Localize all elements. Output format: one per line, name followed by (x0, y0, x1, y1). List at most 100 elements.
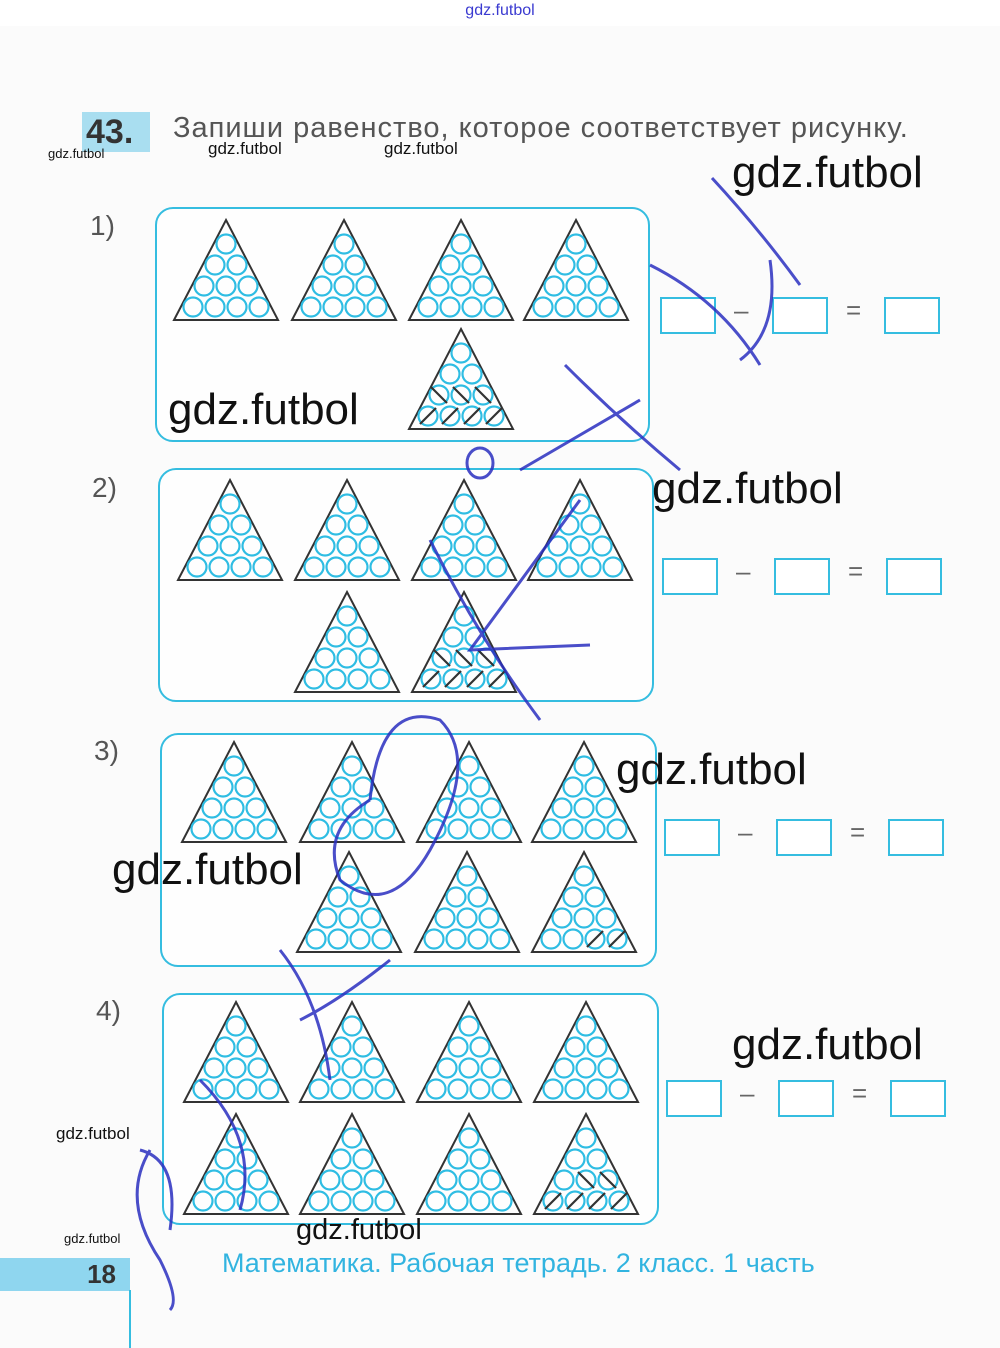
circle (327, 928, 349, 950)
triangle-of-circles (298, 739, 406, 843)
circle (428, 384, 450, 406)
circle (333, 275, 355, 297)
circle (447, 1036, 469, 1058)
task-2-difference-box[interactable] (886, 558, 942, 595)
triangle-of-circles (415, 999, 523, 1103)
task-3-picture (160, 733, 657, 967)
circle (445, 886, 467, 908)
circle (442, 514, 464, 536)
circle (453, 493, 475, 515)
circle (369, 556, 391, 578)
task-3-subtrahend-box[interactable] (776, 819, 832, 856)
task-2-minuend-box[interactable] (662, 558, 718, 595)
task-4-subtrahend-box[interactable] (778, 1080, 834, 1117)
circle (330, 1190, 352, 1212)
cross-out-mark (430, 386, 448, 404)
cross-out-mark (463, 407, 481, 425)
task-3-minuend-box[interactable] (664, 819, 720, 856)
circle (336, 535, 358, 557)
circle (450, 275, 472, 297)
circle (584, 886, 606, 908)
task-4-minus: – (740, 1078, 755, 1108)
circle (363, 797, 385, 819)
circle (584, 818, 606, 840)
exercise-number: 43. (82, 112, 150, 152)
cross-out-mark (608, 930, 626, 948)
circle (551, 797, 573, 819)
circle (547, 535, 569, 557)
task-1-subtrahend-box[interactable] (772, 297, 828, 334)
circle (467, 886, 489, 908)
circle (338, 907, 360, 929)
circle (182, 296, 204, 318)
task-1-equals: = (846, 295, 862, 325)
circle (461, 296, 483, 318)
circle (573, 865, 595, 887)
circle (190, 818, 212, 840)
circle (573, 797, 595, 819)
circle (580, 514, 602, 536)
circle (341, 1127, 363, 1149)
circle (469, 1148, 491, 1170)
circle (230, 514, 252, 536)
circle (469, 1190, 491, 1212)
triangle-of-circles (295, 849, 403, 953)
triangle-of-circles (293, 477, 401, 581)
circle (423, 928, 445, 950)
circle (314, 535, 336, 557)
circle (576, 254, 598, 276)
circle (214, 1078, 236, 1100)
circle (256, 818, 278, 840)
circle (341, 1015, 363, 1037)
circle (420, 668, 442, 690)
task-4-difference-box[interactable] (890, 1080, 946, 1117)
triangle-of-circles (176, 477, 284, 581)
circle (469, 818, 491, 840)
circle (193, 275, 215, 297)
circle (586, 1078, 608, 1100)
circle (425, 1190, 447, 1212)
circle (230, 556, 252, 578)
circle (483, 405, 505, 427)
watermark: gdz.futbol (732, 148, 923, 197)
circle (226, 254, 248, 276)
task-1-minus: – (734, 295, 749, 325)
circle (458, 1057, 480, 1079)
watermark: gdz.futbol (48, 146, 105, 161)
circle (597, 1057, 619, 1079)
circle (192, 1190, 214, 1212)
circle (483, 296, 505, 318)
circle (439, 363, 461, 385)
task-4-minuend-box[interactable] (666, 1080, 722, 1117)
circle (464, 514, 486, 536)
circle (197, 535, 219, 557)
circle (311, 275, 333, 297)
circle (204, 254, 226, 276)
circle (439, 254, 461, 276)
circle (352, 1036, 374, 1058)
task-2-subtrahend-box[interactable] (774, 558, 830, 595)
circle (248, 296, 270, 318)
circle (573, 907, 595, 929)
circle (186, 556, 208, 578)
circle (564, 1078, 586, 1100)
circle (458, 1169, 480, 1191)
circle (330, 1036, 352, 1058)
circle (420, 556, 442, 578)
circle (587, 275, 609, 297)
circle (573, 755, 595, 777)
circle (374, 1078, 396, 1100)
task-3-difference-box[interactable] (888, 819, 944, 856)
circle (606, 928, 628, 950)
circle (234, 776, 256, 798)
circle (562, 928, 584, 950)
circle (303, 556, 325, 578)
circle (562, 776, 584, 798)
circle (308, 818, 330, 840)
circle (325, 556, 347, 578)
circle (608, 1078, 630, 1100)
circle (469, 776, 491, 798)
circle (472, 275, 494, 297)
circle (486, 668, 508, 690)
task-1-difference-box[interactable] (884, 297, 940, 334)
